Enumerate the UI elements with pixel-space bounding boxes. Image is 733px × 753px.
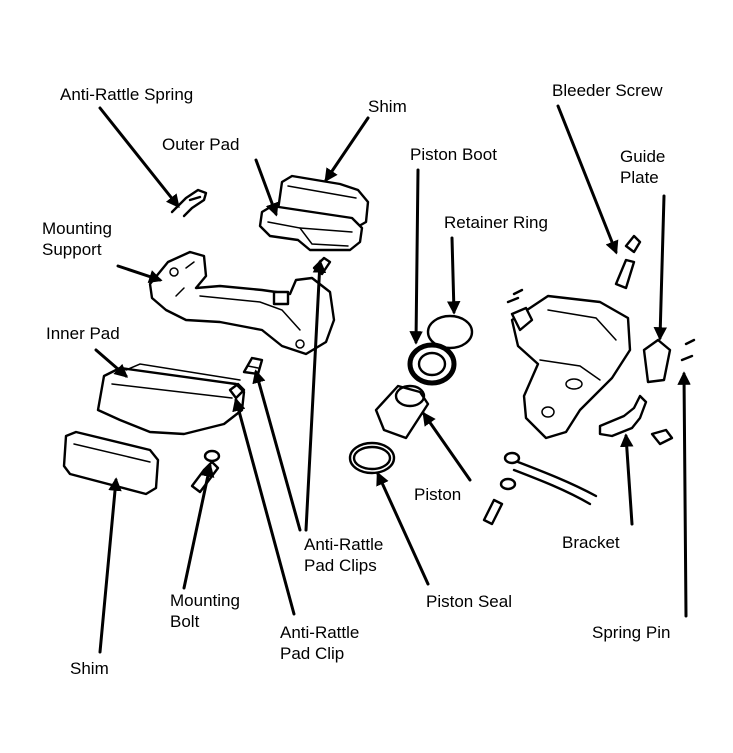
spring-pin-part	[506, 288, 696, 362]
label-guide-plate-line-1: Guide	[620, 147, 666, 166]
bracket-part	[598, 394, 674, 446]
label-guide-plate-line-2: Plate	[620, 168, 659, 187]
piston-boot-part	[407, 342, 457, 386]
leader-retainer-ring	[446, 236, 461, 315]
label-shim-top: Shim	[368, 97, 407, 116]
label-bracket: Bracket	[562, 533, 620, 552]
anti-rattle-spring-part	[170, 188, 208, 218]
leader-anti-rattle-pad-clips-a	[304, 259, 327, 532]
caliper-body-part	[510, 294, 632, 440]
leader-inner-pad	[94, 348, 129, 378]
leader-anti-rattle-pad-clip	[232, 397, 296, 616]
label-anti-rattle-spring: Anti-Rattle Spring	[60, 85, 194, 104]
guide-plate-part	[642, 338, 672, 384]
piston-seal-part	[348, 441, 396, 475]
bleeder-screw-part	[614, 234, 642, 290]
label-piston-seal: Piston Seal	[426, 592, 512, 611]
leader-mounting-support	[116, 264, 163, 283]
retainer-ring-part	[426, 314, 474, 350]
label-bleeder-screw: Bleeder Screw	[552, 81, 663, 100]
label-anti-rattle-pad-clips: Anti-Rattle Pad Clips	[304, 534, 383, 576]
label-anti-rattle-pad-clip-line-2: Pad Clip	[280, 644, 345, 663]
label-piston: Piston	[414, 485, 462, 504]
shim-bottom-part	[62, 430, 160, 496]
label-mounting-bolt-line-2: Bolt	[170, 612, 200, 631]
label-mounting-bolt-line-1: Mounting	[170, 591, 240, 610]
leader-bracket	[620, 433, 634, 526]
label-mounting-bolt: Mounting Bolt	[170, 590, 240, 632]
piston-part	[374, 384, 430, 440]
label-guide-plate: Guide Plate	[620, 146, 665, 188]
leader-piston-seal	[376, 471, 430, 586]
label-outer-pad: Outer Pad	[162, 135, 240, 154]
label-retainer-ring: Retainer Ring	[444, 213, 548, 232]
leader-shim-bottom	[98, 477, 122, 654]
leader-piston	[422, 411, 472, 482]
label-shim-bottom: Shim	[70, 659, 109, 678]
label-anti-rattle-pad-clip: Anti-Rattle Pad Clip	[280, 622, 359, 664]
label-anti-rattle-pad-clip-line-1: Anti-Rattle	[280, 623, 360, 642]
label-inner-pad: Inner Pad	[46, 324, 120, 343]
leader-mounting-bolt	[182, 463, 215, 590]
label-mounting-support-line-1: Mounting	[42, 219, 112, 238]
leader-anti-rattle-pad-clips-b	[252, 369, 302, 532]
mounting-support-part	[148, 250, 336, 356]
outer-pad-part	[258, 204, 364, 252]
label-mounting-support: Mounting Support	[42, 218, 112, 260]
label-mounting-support-line-2: Support	[42, 240, 102, 259]
label-piston-boot: Piston Boot	[410, 145, 497, 164]
anti-rattle-pad-clip-part	[228, 382, 246, 400]
leader-spring-pin	[677, 371, 691, 618]
brake-line-part	[482, 451, 598, 526]
leader-shim-top	[324, 116, 370, 183]
leader-outer-pad	[254, 158, 279, 217]
leader-piston-boot	[409, 168, 423, 345]
leader-anti-rattle-spring	[98, 106, 180, 209]
inner-pad-part	[96, 363, 246, 436]
label-anti-rattle-pad-clips-line-2: Pad Clips	[304, 556, 377, 575]
leader-bleeder-screw	[556, 104, 619, 255]
leader-guide-plate	[653, 194, 668, 341]
label-anti-rattle-pad-clips-line-1: Anti-Rattle	[304, 535, 384, 554]
leader-lines	[94, 104, 691, 654]
label-spring-pin: Spring Pin	[592, 623, 671, 642]
